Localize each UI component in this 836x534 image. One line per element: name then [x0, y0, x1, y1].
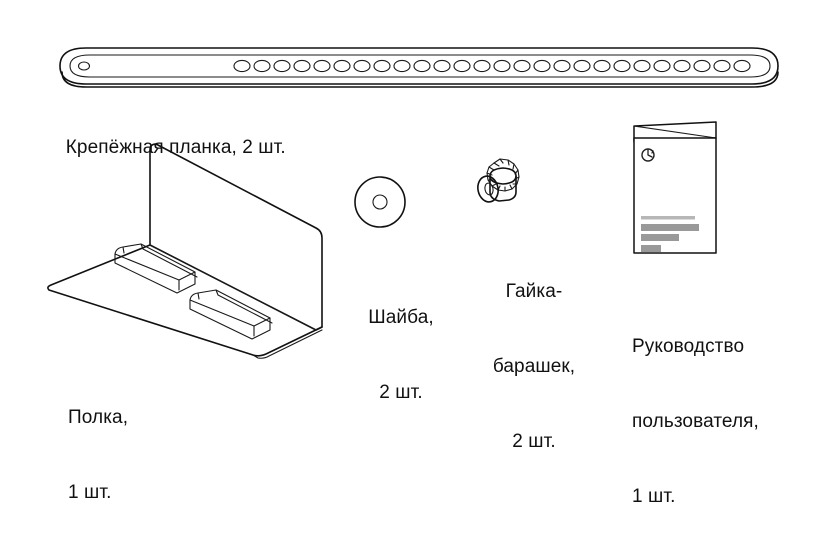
booklet-icon	[633, 121, 717, 254]
booklet-text-bar	[641, 216, 695, 220]
caption-wing-nut-line-1: Гайка-	[505, 281, 563, 302]
wing-nut-icon	[477, 158, 520, 203]
shelf-slot-2	[189, 289, 273, 340]
booklet-text-bar	[641, 245, 661, 252]
caption-washer-line-2: 2 шт.	[379, 382, 423, 403]
caption-shelf: Полка, 1 шт.	[68, 355, 128, 530]
mounting-plate-holes	[233, 59, 751, 73]
mounting-plate-icon	[59, 47, 779, 88]
caption-shelf-line-2: 1 шт.	[68, 482, 112, 503]
shelf-icon	[47, 143, 323, 359]
caption-user-manual: Руководство пользователя, 1 шт.	[632, 284, 759, 534]
caption-user-manual-line-2: пользователя,	[632, 411, 759, 432]
caption-wing-nut-line-2: барашек,	[492, 356, 576, 377]
caption-mounting-plate-text: Крепёжная планка, 2 шт.	[65, 137, 286, 158]
shelf-slot-1	[114, 243, 198, 294]
caption-washer: Шайба, 2 шт.	[355, 255, 447, 430]
caption-user-manual-line-1: Руководство	[632, 336, 745, 357]
circle-arrow-icon	[641, 148, 655, 162]
caption-shelf-line-1: Полка,	[68, 407, 129, 428]
booklet-text-bar	[641, 234, 679, 241]
caption-mounting-plate: Крепёжная планка, 2 шт.	[55, 110, 286, 160]
parts-diagram	[47, 47, 779, 359]
caption-washer-line-1: Шайба,	[368, 307, 434, 328]
washer-icon	[354, 176, 406, 228]
caption-wing-nut: Гайка- барашек, 2 шт.	[478, 229, 590, 479]
caption-wing-nut-line-3: 2 шт.	[512, 431, 556, 452]
caption-user-manual-line-3: 1 шт.	[632, 486, 676, 507]
booklet-text-bar	[641, 224, 699, 231]
